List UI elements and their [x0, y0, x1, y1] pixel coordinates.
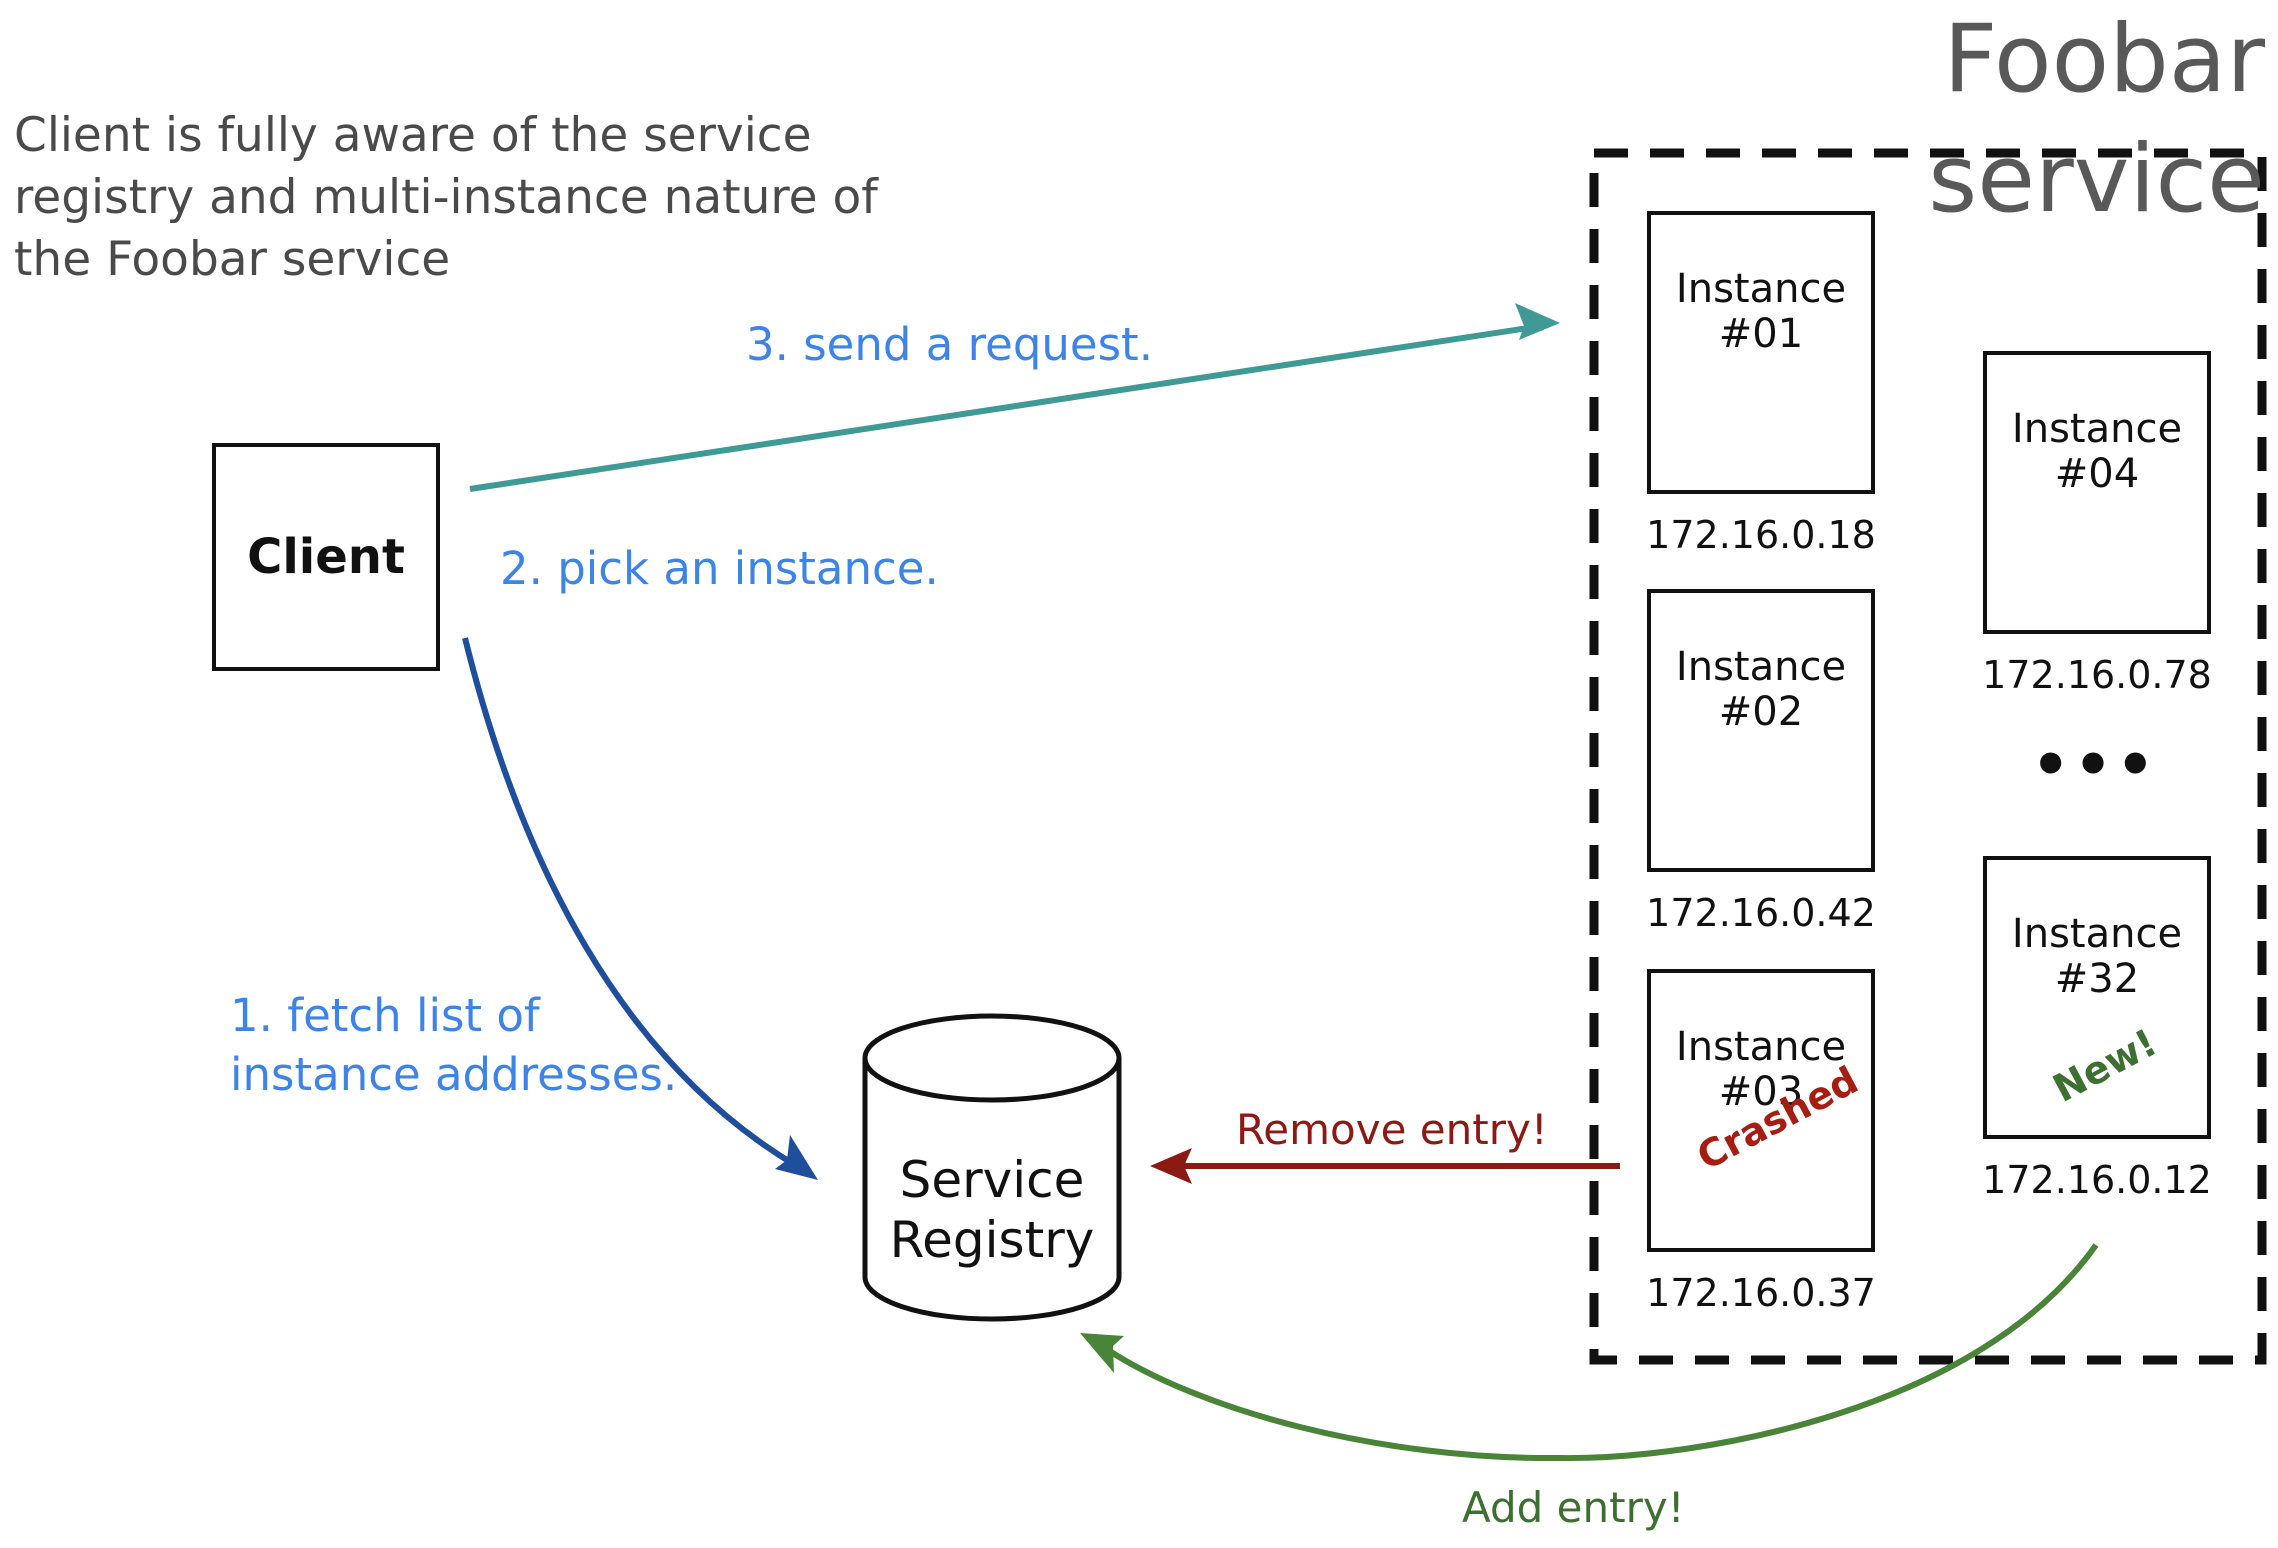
- instance-box-02: Instance #02: [1647, 589, 1875, 872]
- more-instances-ellipsis: •••: [2031, 730, 2159, 800]
- instance-box-03: Instance #03: [1647, 969, 1875, 1252]
- service-title: Foobar service: [1928, 5, 2265, 234]
- step-pick-label: 2. pick an instance.: [500, 542, 939, 595]
- instance-name: Instance #03: [1675, 1024, 1847, 1115]
- instance-ip: 172.16.0.37: [1646, 1271, 1876, 1315]
- add-entry-arrow: [1106, 1243, 2099, 1462]
- client-box: Client: [212, 443, 440, 671]
- add-entry-label: Add entry!: [1462, 1483, 1685, 1532]
- service-registry-label: Service Registry: [889, 1151, 1095, 1269]
- instance-box-04: Instance #04: [1983, 351, 2211, 634]
- fetch-list-arrow: [462, 637, 797, 1168]
- instance-name: Instance #32: [2011, 911, 2183, 1002]
- instance-ip: 172.16.0.12: [1982, 1158, 2212, 1202]
- instance-name: Instance #02: [1675, 644, 1847, 735]
- client-label: Client: [247, 529, 405, 585]
- instance-ip: 172.16.0.18: [1646, 513, 1876, 557]
- send-request-arrowhead: [1515, 303, 1560, 340]
- instance-ip: 172.16.0.78: [1982, 653, 2212, 697]
- step-fetch-label: 1. fetch list of instance addresses.: [230, 989, 678, 1101]
- remove-entry-label: Remove entry!: [1236, 1105, 1548, 1154]
- add-entry-arrowhead: [1080, 1333, 1124, 1373]
- instance-ip: 172.16.0.42: [1646, 891, 1876, 935]
- architecture-note: Client is fully aware of the service reg…: [14, 108, 878, 287]
- remove-entry-arrowhead: [1150, 1148, 1192, 1184]
- instance-box-32: Instance #32: [1983, 856, 2211, 1139]
- instance-name: Instance #04: [2011, 406, 2183, 497]
- service-registry-cylinder: [862, 1013, 1122, 1322]
- send-request-arrow: [469, 321, 1550, 492]
- instance-name: Instance #01: [1675, 266, 1847, 357]
- fetch-list-arrowhead: [775, 1135, 818, 1180]
- instance-box-01: Instance #01: [1647, 211, 1875, 494]
- step-send-label: 3. send a request.: [746, 318, 1153, 371]
- service-boundary: [1589, 148, 2267, 1365]
